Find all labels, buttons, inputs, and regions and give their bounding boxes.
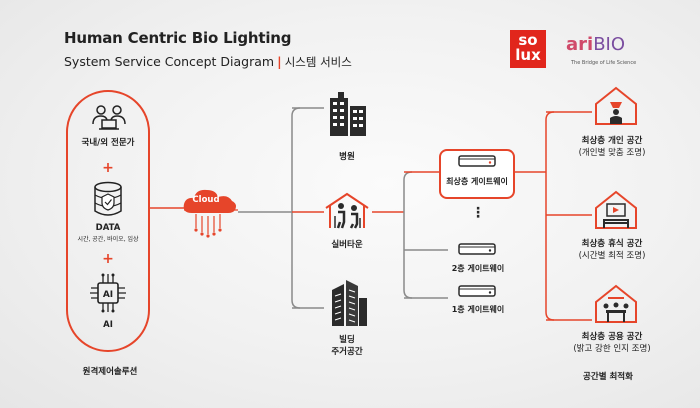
rest-space-sub: (시간별 최적 조명) <box>578 251 646 261</box>
rest-space-label: 최상층 휴식 공간 (시간별 최적 조명) <box>579 238 646 262</box>
data-label: DATA 시간, 공간, 바이오, 임상 <box>77 223 138 243</box>
aribio-logo: ariBIO <box>566 34 625 55</box>
subtitle-ko: 시스템 서비스 <box>284 55 352 69</box>
experts-label: 국내/외 전문가 <box>81 138 135 148</box>
hospital-building-icon <box>330 92 366 136</box>
gateway-router-icon <box>458 155 496 167</box>
personal-space-label: 최상층 개인 공간 (개인별 맞춤 조명) <box>579 135 646 159</box>
solux-logo-bottom: lux <box>515 46 541 64</box>
aribio-logo-a: ari <box>566 34 594 55</box>
plus-sign-2: + <box>102 251 114 267</box>
diagram-subtitle: System Service Concept Diagram|시스템 서비스 <box>64 54 352 70</box>
first-gateway-label: 1층 게이트웨이 <box>451 305 505 314</box>
solux-logo-top: so <box>518 31 538 49</box>
residential-label-line1: 빌딩 <box>339 335 355 345</box>
subtitle-en: System Service Concept Diagram <box>64 54 275 69</box>
personal-space-title: 최상층 개인 공간 <box>581 136 643 146</box>
remote-control-pill <box>66 90 150 352</box>
ai-chip-icon: AI <box>90 273 126 313</box>
space-optimization-caption: 공간별 최적화 <box>583 372 633 382</box>
cloud-icon <box>183 189 236 213</box>
aribio-logo-b: BIO <box>593 34 626 55</box>
gateway-ellipsis: ⋮ <box>471 205 485 221</box>
residential-building-icon <box>332 280 367 326</box>
personal-space-sub: (개인별 맞춤 조명) <box>578 148 646 158</box>
rest-space-title: 최상층 휴식 공간 <box>581 239 643 249</box>
common-space-label: 최상층 공용 공간 (밝고 강한 인지 조명) <box>573 331 650 355</box>
data-sub: 시간, 공간, 바이오, 임상 <box>77 236 139 243</box>
top-gateway-label: 최상층 게이트웨이 <box>446 177 508 186</box>
diagram-title: Human Centric Bio Lighting <box>64 29 292 47</box>
common-space-icon <box>595 284 637 323</box>
plus-sign-1: + <box>102 160 114 176</box>
gateway-router-icon <box>458 285 496 297</box>
common-space-title: 최상층 공용 공간 <box>581 332 643 342</box>
silver-town-icon <box>325 192 369 229</box>
aribio-tagline: The Bridge of Life Science <box>571 60 637 66</box>
silver-town-label: 실버타운 <box>331 240 363 250</box>
experts-icon <box>92 105 126 130</box>
residential-label-line2: 주거공간 <box>331 347 363 357</box>
personal-space-icon <box>595 86 637 125</box>
subtitle-separator: | <box>277 54 282 69</box>
solux-logo: so lux <box>510 30 546 68</box>
rest-space-icon <box>595 190 637 229</box>
hospital-label: 병원 <box>339 152 355 162</box>
common-space-sub: (밝고 강한 인지 조명) <box>573 344 651 354</box>
second-gateway-label: 2층 게이트웨이 <box>451 264 505 273</box>
ai-label: AI <box>103 320 113 330</box>
remote-control-caption: 원격제어솔루션 <box>82 367 138 377</box>
cloud-label: Cloud <box>192 195 220 205</box>
database-icon <box>94 181 122 216</box>
ai-chip-text: AI <box>103 290 113 300</box>
data-title: DATA <box>95 223 121 233</box>
gateway-router-icon <box>458 243 496 255</box>
